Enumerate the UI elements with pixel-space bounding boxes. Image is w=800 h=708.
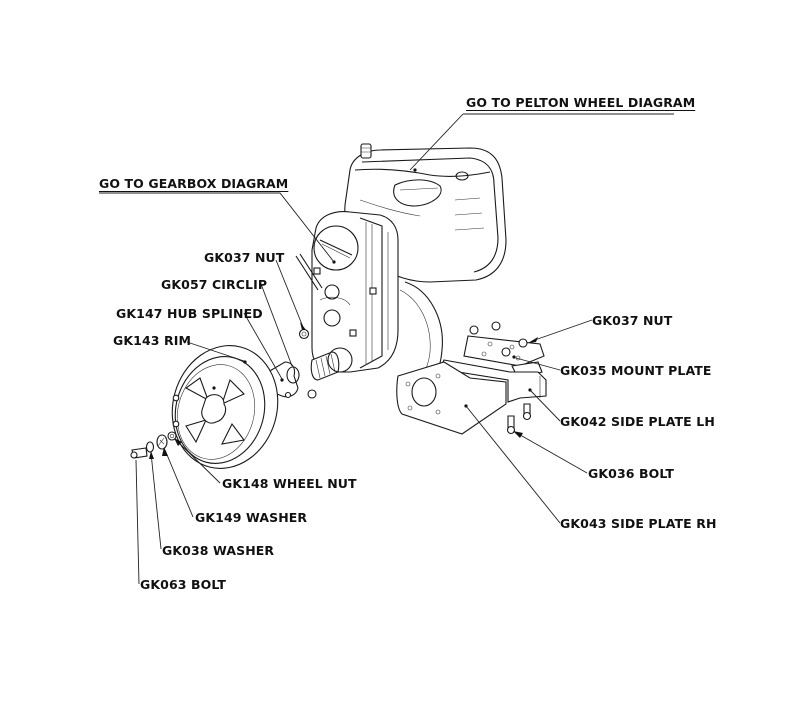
callout-gk143-rim: GK143 RIM	[113, 333, 192, 348]
bolt-gk063-part[interactable]	[130, 447, 148, 459]
callout-gk037-nut-right: GK037 NUT	[592, 313, 673, 328]
washer-gk038-part[interactable]	[145, 441, 155, 453]
callout-gk063-bolt: GK063 BOLT	[140, 577, 226, 592]
callout-gk038-washer: GK038 WASHER	[162, 543, 275, 558]
mount-nut-parts[interactable]	[469, 321, 528, 357]
gearbox-nut-part[interactable]	[298, 328, 310, 340]
circlip-part[interactable]	[286, 366, 300, 384]
callout-gk057-circlip: GK057 CIRCLIP	[161, 277, 268, 292]
callout-gk149-washer: GK149 WASHER	[195, 510, 308, 525]
pelton-wheel-diagram-link[interactable]: GO TO PELTON WHEEL DIAGRAM	[466, 95, 696, 110]
side-plate-rh-part[interactable]	[396, 361, 507, 435]
callout-gk037-nut-left: GK037 NUT	[204, 250, 285, 265]
rim-part[interactable]	[159, 334, 292, 481]
mount-bolt-parts[interactable]	[506, 403, 532, 435]
callout-gk036-bolt: GK036 BOLT	[588, 466, 674, 481]
callout-gk043-side-plate-rh: GK043 SIDE PLATE RH	[560, 516, 717, 531]
callout-gk148-wheel-nut: GK148 WHEEL NUT	[222, 476, 357, 491]
leader-lines	[99, 113, 674, 585]
washer-gk149-part[interactable]	[156, 434, 168, 450]
callout-gk042-side-plate-lh: GK042 SIDE PLATE LH	[560, 414, 715, 429]
callout-gk035-mount-plate: GK035 MOUNT PLATE	[560, 363, 712, 378]
gearbox-diagram-link[interactable]: GO TO GEARBOX DIAGRAM	[99, 176, 289, 191]
gearbox-part[interactable]	[295, 211, 399, 399]
callout-gk147-hub-splined: GK147 HUB SPLINED	[116, 306, 263, 321]
